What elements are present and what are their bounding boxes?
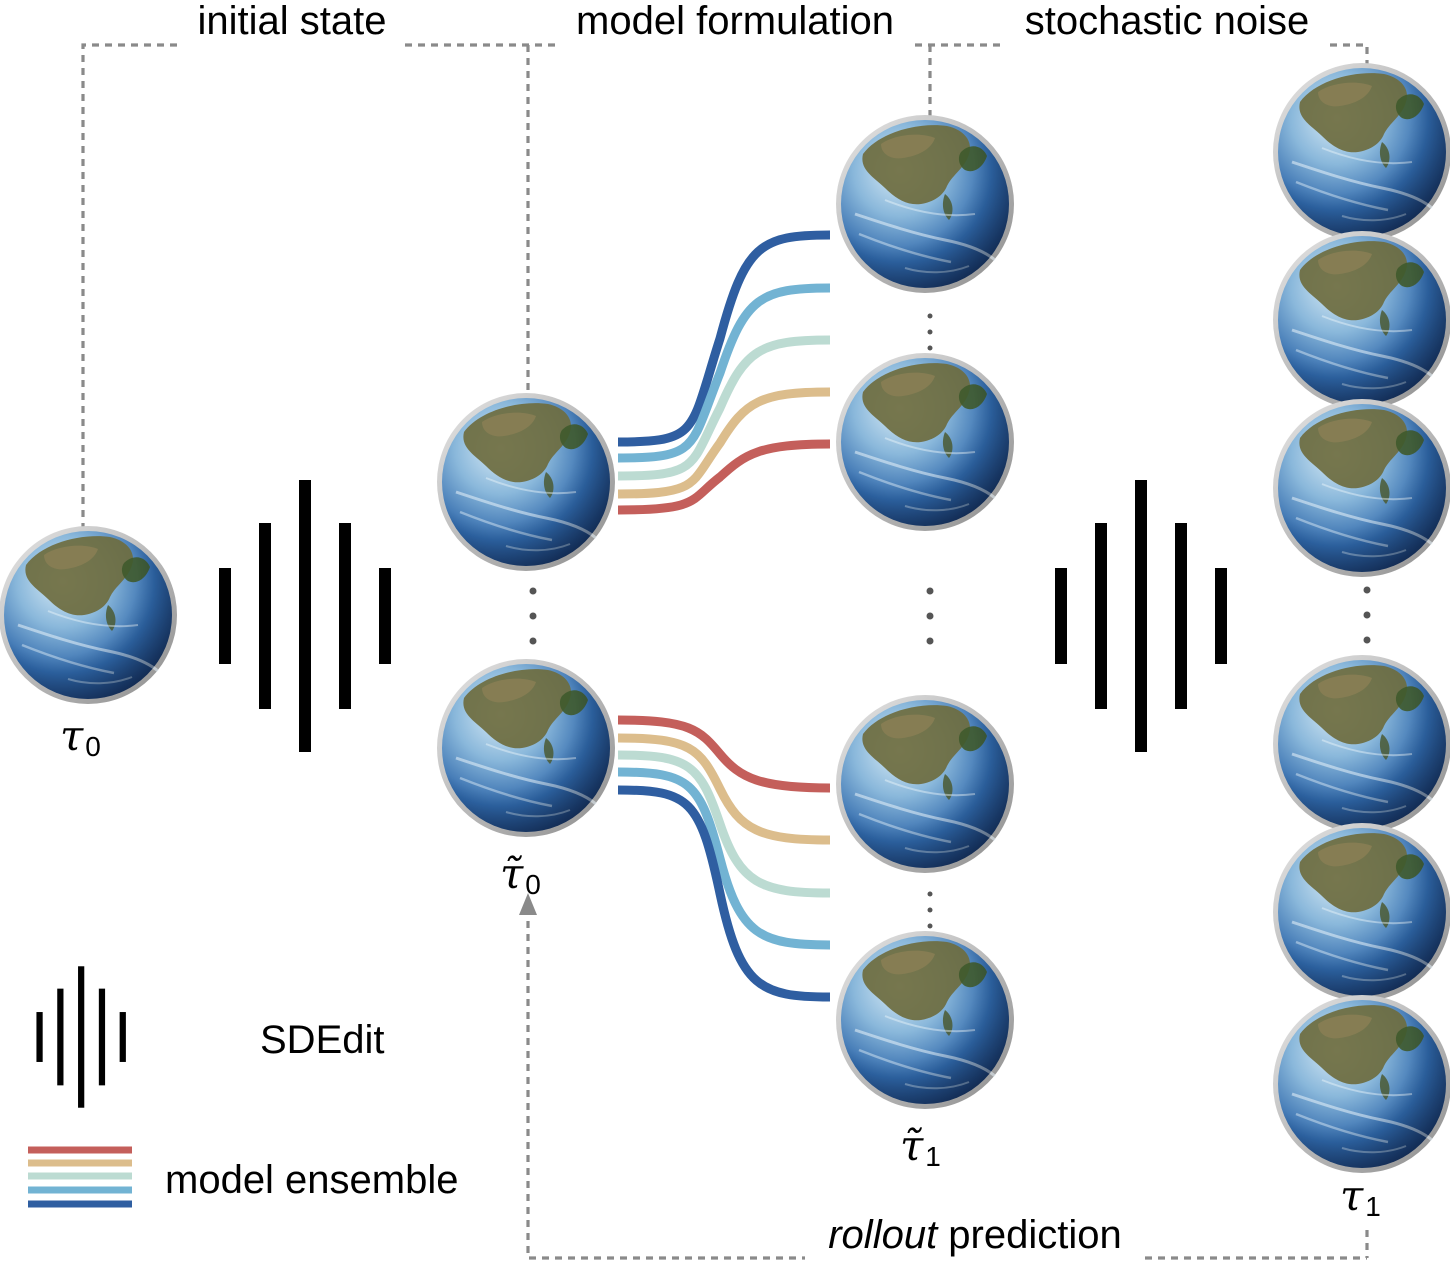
earth-globe-icon [1271, 821, 1450, 1003]
earth-globe-icon [1271, 229, 1450, 411]
ensemble-curve-upper [617, 230, 831, 447]
legend-ensemble-label: model ensemble [165, 1158, 459, 1202]
symbol-tau0: τ0 [60, 711, 101, 762]
earth-globe-icon [435, 657, 617, 839]
dashed-connectors [81, 43, 1369, 1260]
heading-initial-state: initial state [198, 0, 387, 43]
ellipsis-dots [529, 313, 1371, 929]
ensemble-curve-upper [617, 387, 831, 499]
ensemble-curve-lower [617, 750, 831, 898]
symbol-tau0-tilde: τ̃0 [500, 849, 541, 900]
ensemble-curves [617, 230, 831, 1002]
ensemble-curve-upper [617, 439, 831, 515]
arrow-up-icon [519, 893, 537, 915]
ensemble-curve-lower [617, 785, 831, 1002]
heading-stochastic-noise: stochastic noise [1025, 0, 1310, 43]
sdedit-bars-icon-right [1055, 480, 1227, 752]
earth-globe-icon [1271, 61, 1450, 243]
symbol-tau1-tilde: τ̃1 [900, 1121, 941, 1172]
legend: SDEdit model ensemble [28, 966, 459, 1208]
ensemble-curve-upper [617, 335, 831, 481]
earth-globe-icon [1271, 993, 1450, 1175]
earth-globe-icon [1271, 397, 1450, 579]
earth-globe-icon [834, 113, 1016, 295]
rollout-prediction-label: rollout prediction [828, 1213, 1122, 1257]
ensemble-curve-lower [617, 767, 831, 950]
earth-globe-icon [1271, 653, 1450, 835]
earth-globe-icon [834, 929, 1016, 1111]
heading-model-formulation: model formulation [576, 0, 894, 43]
globes [0, 61, 1450, 1175]
ensemble-curve-lower [617, 715, 831, 793]
earth-globe-icon [834, 693, 1016, 875]
legend-sdedit-icon [36, 966, 126, 1108]
earth-globe-icon [435, 391, 617, 573]
ensemble-curve-upper [617, 283, 831, 463]
earth-globe-icon [0, 524, 179, 706]
ensemble-curve-lower [617, 733, 831, 845]
earth-globe-icon [834, 351, 1016, 533]
symbol-tau1: τ1 [1340, 1171, 1381, 1222]
legend-sdedit-label: SDEdit [260, 1018, 385, 1062]
legend-ensemble-lines [28, 1146, 132, 1208]
sdedit-bars-icon-left [219, 480, 391, 752]
